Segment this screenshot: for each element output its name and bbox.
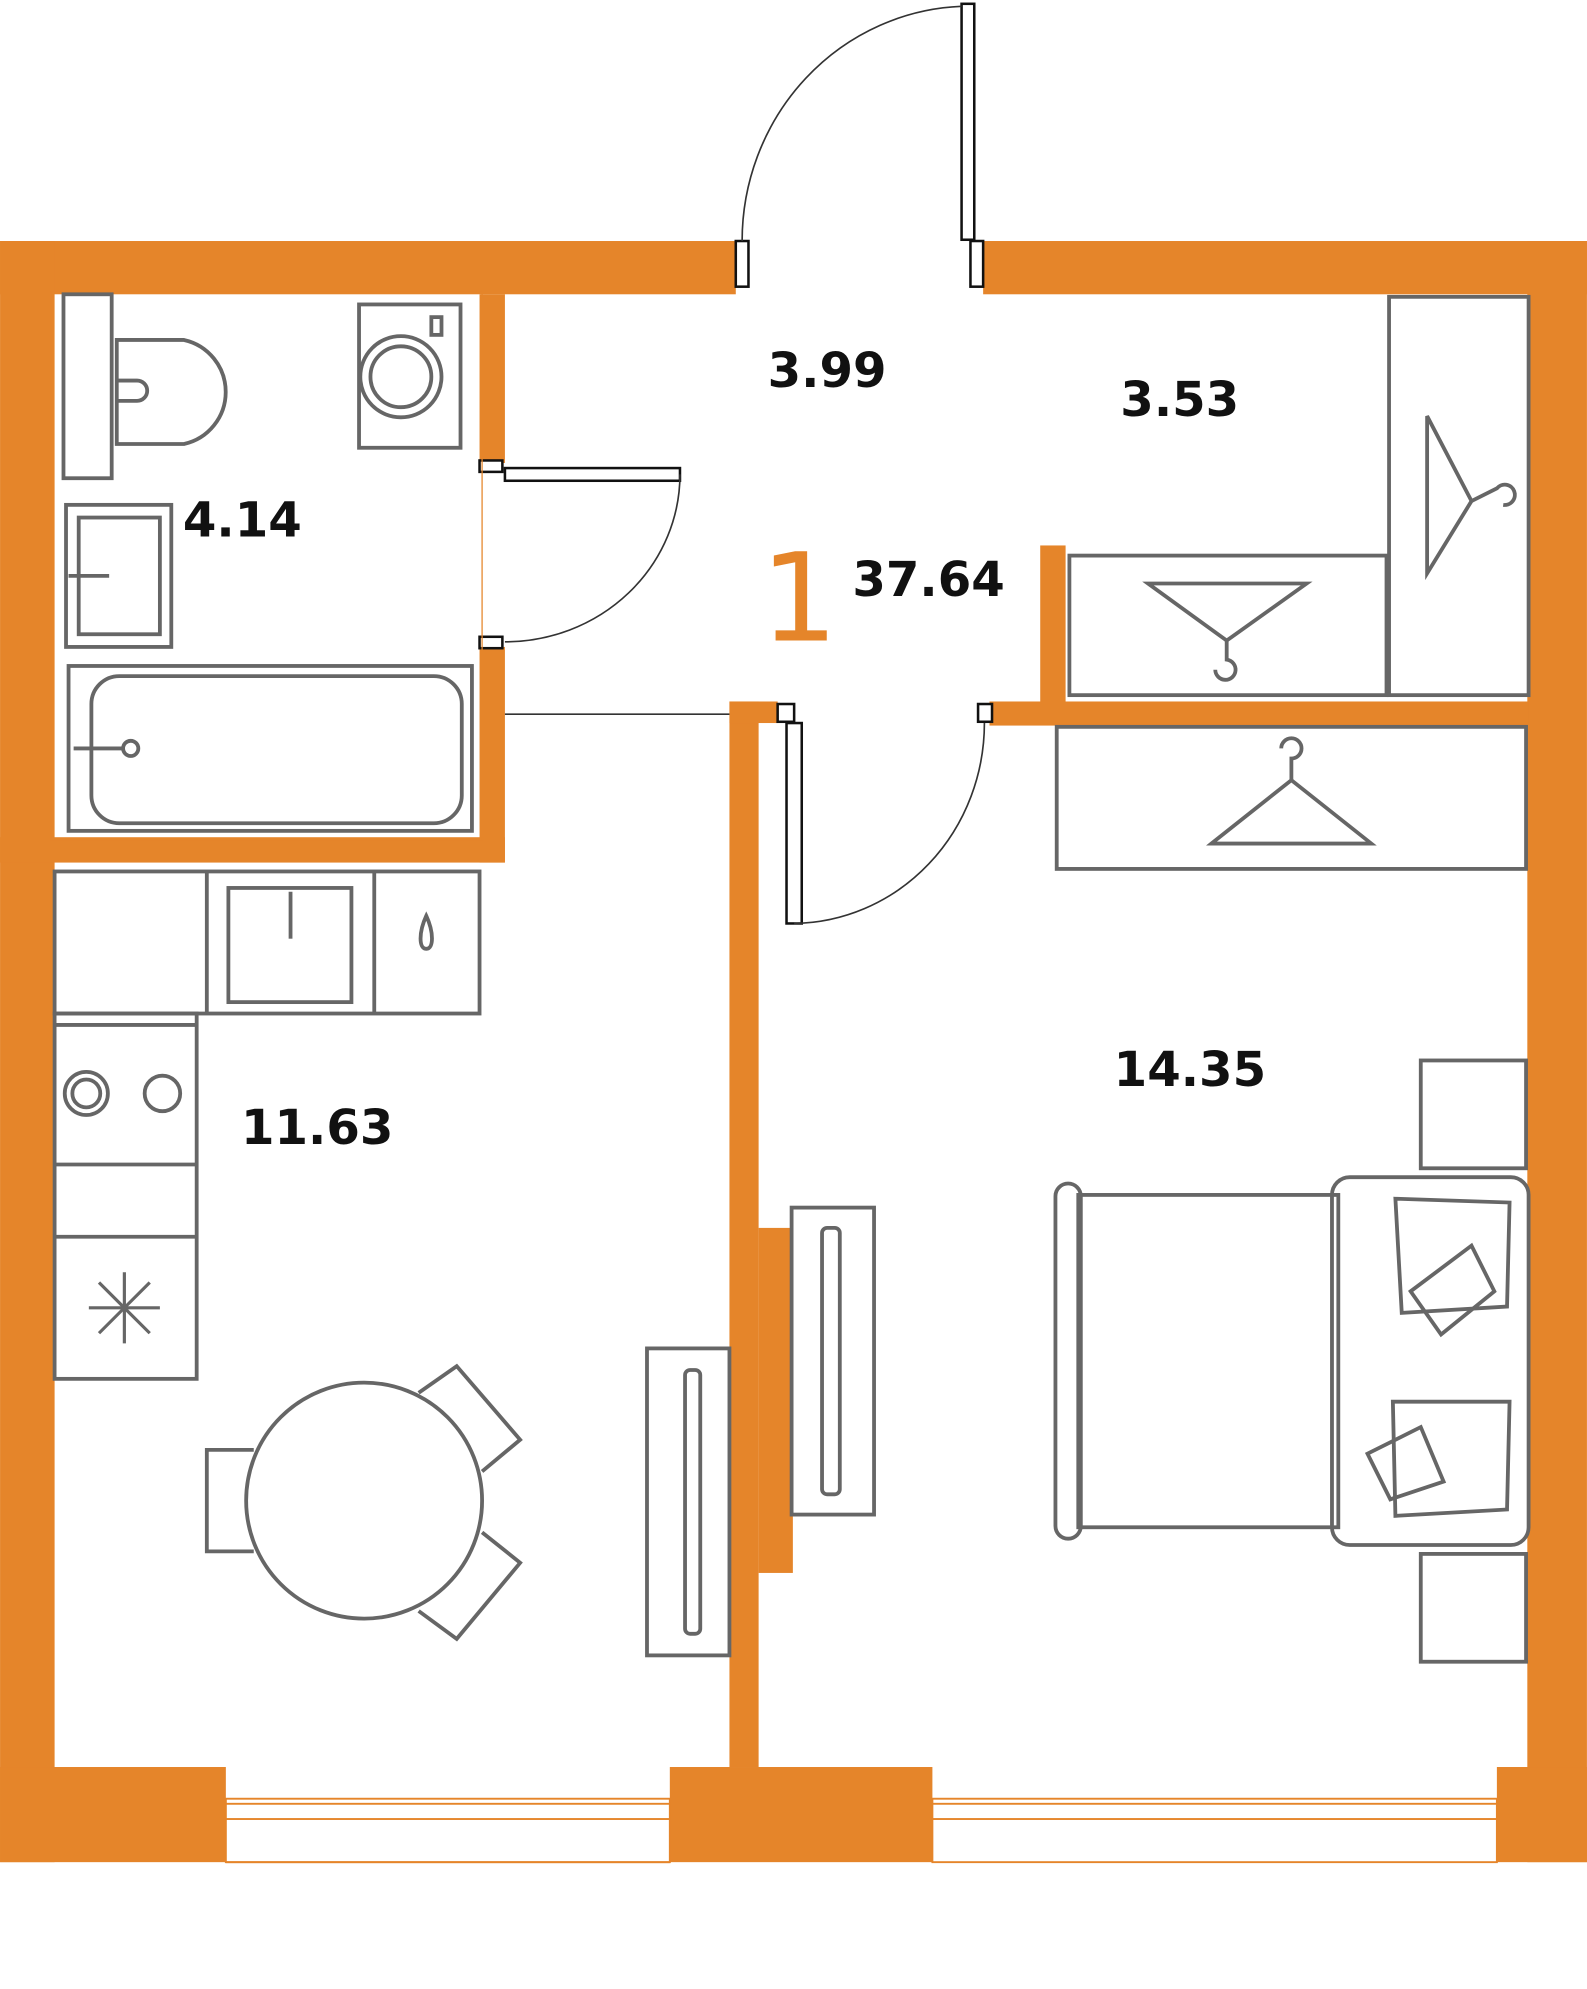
walls	[0, 241, 1587, 1863]
bedroom-area: 14.35	[1114, 1042, 1266, 1098]
wardrobe-area: 3.53	[1120, 372, 1239, 428]
kitchen-area: 11.63	[241, 1100, 393, 1156]
bathroom-door[interactable]	[478, 459, 682, 650]
bedroom-furniture	[789, 1058, 1531, 1664]
kitchen-furniture	[52, 869, 732, 1658]
bathroom-area: 4.14	[183, 493, 302, 549]
window-kitchen	[224, 1797, 671, 1864]
bathroom-fixtures	[50, 291, 483, 841]
total-area: 37.64	[852, 552, 1004, 608]
hallway-area: 3.99	[768, 343, 887, 399]
entrance-door[interactable]	[734, 2, 985, 288]
window-bedroom	[931, 1797, 1498, 1864]
wardrobe-furniture	[1054, 294, 1531, 871]
room-count: 1	[760, 528, 837, 670]
bedroom-door[interactable]	[504, 702, 994, 925]
snowflake-icon	[88, 1272, 160, 1344]
